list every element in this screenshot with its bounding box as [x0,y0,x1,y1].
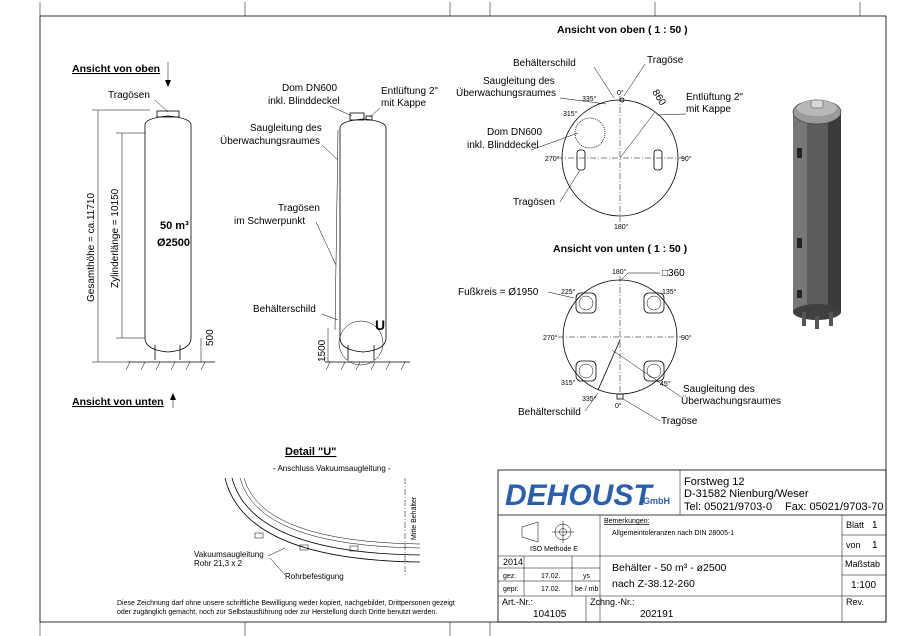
view-bottom-label: Ansicht von unten [72,396,164,408]
title-block [497,469,887,623]
bottom-a225: 225° [561,288,576,296]
top-a270: 270° [545,155,560,163]
side-dim-1500: 1500 [317,339,328,362]
gez-name: ys [583,573,591,580]
von-value: 1 [872,540,878,551]
detail-subtitle: - Anschluss Vakuumsaugleitung - [273,464,391,473]
gepr-label: gepr. [503,586,519,593]
zchng-label: Zchng.-Nr.: [590,597,635,607]
bottom-saug-1: Saugleitung des [683,384,755,395]
gez-label: gez. [503,573,516,580]
massstab-label: Maßstab [845,559,880,569]
disclaimer-line-1: Diese Zeichnung darf ohne unsere schrift… [117,600,455,607]
view-bottom-scale: Ansicht von unten ( 1 : 50 ) [553,243,687,255]
art-label: Art.-Nr.: [502,597,533,607]
side-dom-1: Dom DN600 [282,83,337,94]
side-saug-2: Überwachungsraumes [220,135,320,147]
front-gesamthoehe: Gesamthöhe = ca.11710 [86,193,97,302]
gez-date: 17.02. [541,573,561,580]
top-a90: 90° [681,155,692,163]
blatt-value: 1 [872,520,878,531]
top-a180: 180° [614,223,629,231]
blatt-label: Blatt [846,520,865,530]
detail-vak-1: Vakuumsaugleitung [194,550,264,559]
front-tragoesen: Tragösen [108,90,150,101]
iso-label: ISO Methode E [530,546,578,553]
drawing-frame [39,15,887,623]
massstab-value: 1:100 [851,580,876,591]
view-top-scale: Ansicht von oben ( 1 : 50 ) [557,24,688,36]
top-tragoesen: Tragösen [513,197,555,208]
bottom-a270: 270° [543,334,558,342]
side-entl-1: Entlüftung 2" [381,86,438,97]
bottom-saug-2: Überwachungsraumes [681,395,781,407]
bottom-tragoese: Tragöse [661,416,698,427]
top-dom-1: Dom DN600 [487,127,542,138]
front-tank [125,110,215,371]
front-zylinderlaenge: Zylinderlänge = 10150 [110,188,121,288]
toleranz-text: Allgemeintoleranzen nach DIN 28005-1 [612,530,734,537]
side-dom-2: inkl. Blinddeckel [268,96,340,107]
top-a335: 335° [582,95,597,103]
view-top-label: Ansicht von oben [72,63,160,75]
side-trag-2: im Schwerpunkt [234,216,305,227]
address-city: D-31582 Nienburg/Weser [684,488,809,500]
rev-label: Rev. [846,597,864,607]
bottom-fusskreis: Fußkreis = Ø1950 [458,287,539,298]
side-trag-1: Tragösen [278,203,320,214]
gepr-name: be / mb [575,586,598,593]
bottom-a335: 335° [582,395,597,403]
bottom-a90: 90° [681,334,692,342]
top-dim-860: 860 [649,88,667,108]
top-tragoese: Tragöse [647,55,684,66]
company-logo: DEHOUST [505,479,654,512]
year: 2014 [503,557,523,567]
side-schild: Behälterschild [253,304,316,315]
disclaimer-line-2: oder zugänglich gemacht, noch zur Selbst… [117,609,437,616]
top-saug-2: Überwachungsraumes [456,87,556,99]
bottom-a0: 0° [615,402,622,410]
bottom-sq360: □360 [662,268,685,279]
iso-projection-icon [521,521,574,543]
detail-mitte: Mitte Behälter [411,496,418,540]
side-saug-1: Saugleitung des [250,123,322,134]
detail-rohrbef: Rohrbefestigung [285,572,344,581]
front-dim-500: 500 [205,329,216,346]
bottom-schild: Behälterschild [518,407,581,418]
von-label: von [846,540,861,550]
bemerkungen-label: Bemerkungen: [604,518,650,525]
side-detail-u: U [375,317,385,333]
address-fax: Fax: 05021/9703-70 [785,501,883,513]
drawing-title-1: Behälter - 50 m³ - ø2500 [612,562,727,574]
top-a315: 315° [563,110,578,118]
company-logo-suffix: GmbH [643,496,670,506]
art-value: 104105 [533,609,567,620]
bottom-a180: 180° [612,268,627,276]
front-diameter: Ø2500 [157,237,190,249]
bottom-a45: 45° [660,380,671,388]
side-entl-2: mit Kappe [381,98,426,109]
side-tank [325,112,410,371]
top-entl-1: Entlüftung 2" [686,92,743,103]
address-street: Forstweg 12 [684,476,745,488]
zchng-value: 202191 [640,609,674,620]
address-tel: Tel: 05021/9703-0 [684,501,772,513]
tank-3d-illustration [792,99,842,329]
top-dom-2: inkl. Blinddeckel [467,140,539,151]
top-view-drawing [557,96,683,222]
front-volume: 50 m³ [160,220,189,232]
top-a0: 0° [617,89,624,97]
top-schild: Behälterschild [513,58,576,69]
detail-vak-2: Rohr 21,3 x 2 [194,559,243,568]
detail-title: Detail "U" [285,446,336,458]
bottom-a315: 315° [561,379,576,387]
bottom-a135: 135° [662,288,677,296]
drawing-title-2: nach Z-38.12-260 [612,578,695,590]
top-saug-1: Saugleitung des [483,76,555,87]
bottom-view-drawing [558,276,682,400]
top-entl-2: mit Kappe [686,104,731,115]
gepr-date: 17.02. [541,586,561,593]
detail-drawing [224,477,421,575]
